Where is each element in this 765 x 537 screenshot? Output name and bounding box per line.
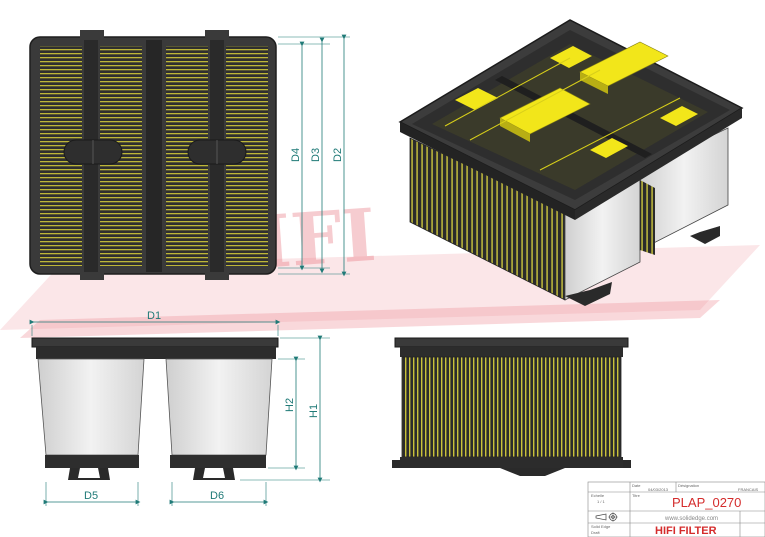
- top-view: [29, 30, 277, 280]
- title-block-draft-label: Draft: [591, 530, 601, 535]
- title-block: Date 04/03/2013 Désignation FRANCAIS Ech…: [587, 481, 765, 537]
- dimension-d3: D3: [310, 148, 322, 162]
- side-view: [392, 337, 631, 476]
- dimension-d6: D6: [210, 490, 224, 502]
- title-block-part-number: PLAP_0270: [672, 495, 741, 510]
- top-view-dimensions: D4 D3 D2: [278, 34, 350, 277]
- title-block-sheet: 1 / 1: [597, 499, 606, 504]
- dimension-h2: H2: [284, 398, 296, 412]
- title-block-title-label: Titre: [632, 493, 641, 498]
- title-block-edge-label: Solid Edge: [591, 524, 611, 529]
- dimension-h1: H1: [308, 404, 320, 418]
- title-block-brand: HIFI FILTER: [655, 525, 717, 537]
- title-block-date: 04/03/2013: [648, 487, 669, 492]
- projection-symbol-icon: [595, 512, 618, 522]
- title-block-website: www.solidedge.com: [664, 516, 718, 522]
- title-block-designation-label: Désignation: [678, 483, 699, 488]
- dimension-d2: D2: [332, 148, 344, 162]
- front-view: [31, 337, 279, 480]
- dimension-d5: D5: [84, 490, 98, 502]
- isometric-view: [398, 19, 744, 306]
- dimension-d4: D4: [290, 148, 302, 162]
- dimension-d1: D1: [147, 310, 161, 322]
- title-block-scale-label: Echelle: [591, 493, 605, 498]
- title-block-language: FRANCAIS: [738, 487, 759, 492]
- title-block-date-label: Date: [632, 483, 641, 488]
- front-view-dimensions: D1 H2 H1 D5 D6: [29, 310, 330, 506]
